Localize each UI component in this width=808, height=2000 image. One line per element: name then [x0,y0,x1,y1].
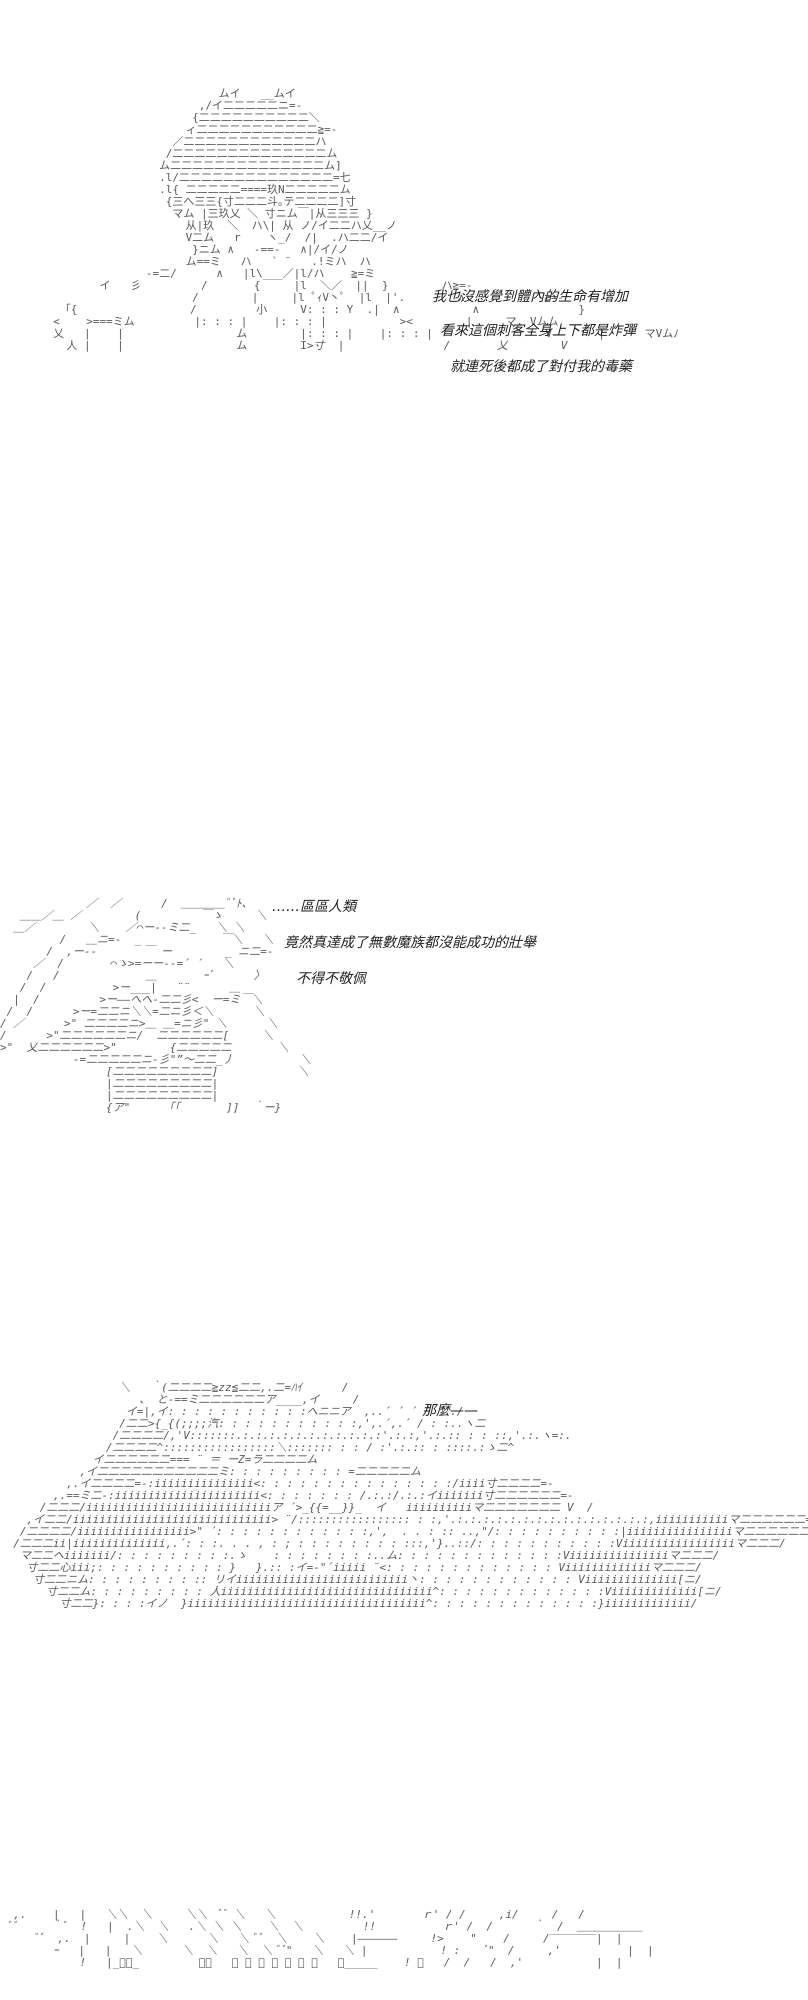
caption-line-2: 竟然真達成了無數魔族都沒能成功的壯舉 [284,935,536,951]
ascii-art-hand-closeup: ／ ／ / ＿＿＿＿ﾞﾞﾄ、 ＿＿／＿ ／ ( ￣ゝ ＼ ＿／ ＼ ／⌒ー--ミ… [0,897,311,1114]
caption-line-1: 我也沒感覺到體內的生命有增加 [432,289,628,305]
caption-line-1: 那麼—— [422,1403,478,1419]
ascii-art-dense-closeup: ＼ ｀(二二二二≧zz≦二二,.二=ﾊｲ / 、 と-==ミ二二二二二二ア___… [13,1381,808,1610]
panel-4: ,. | | ＼＼ ＼ ＼＼ ﾞﾞ ＼ ＼ !!.' ｒ' / / ,i/ / … [0,1895,808,2000]
ascii-art-partial-panel: ,. | | ＼＼ ＼ ＼＼ ﾞﾞ ＼ ＼ !!.' ｒ' / / ,i/ / … [6,1908,654,1969]
caption-line-3: 就連死後都成了對付我的毒藥 [450,359,632,375]
panel-1: ムイ __ムイ ,/イ二二二二二ニ=- {二二二二二二二二二二＼ ィ二二二二二二… [0,0,808,720]
caption-line-2: 看來這個刺客全身上下都是炸彈 [440,323,636,339]
caption-line-3: 不得不敬佩 [296,971,366,987]
panel-2: ／ ／ / ＿＿＿＿ﾞﾞﾄ、 ＿＿／＿ ／ ( ￣ゝ ＼ ＿／ ＼ ／⌒ー--ミ… [0,880,808,1210]
ascii-art-figure-standing: ムイ __ムイ ,/イ二二二二二ニ=- {二二二二二二二二二二＼ ィ二二二二二二… [53,87,679,352]
panel-3: ＼ ｀(二二二二≧zz≦二二,.二=ﾊｲ / 、 と-==ミ二二二二二二ア___… [0,1370,808,1730]
caption-line-1: ……區區人類 [272,899,356,915]
